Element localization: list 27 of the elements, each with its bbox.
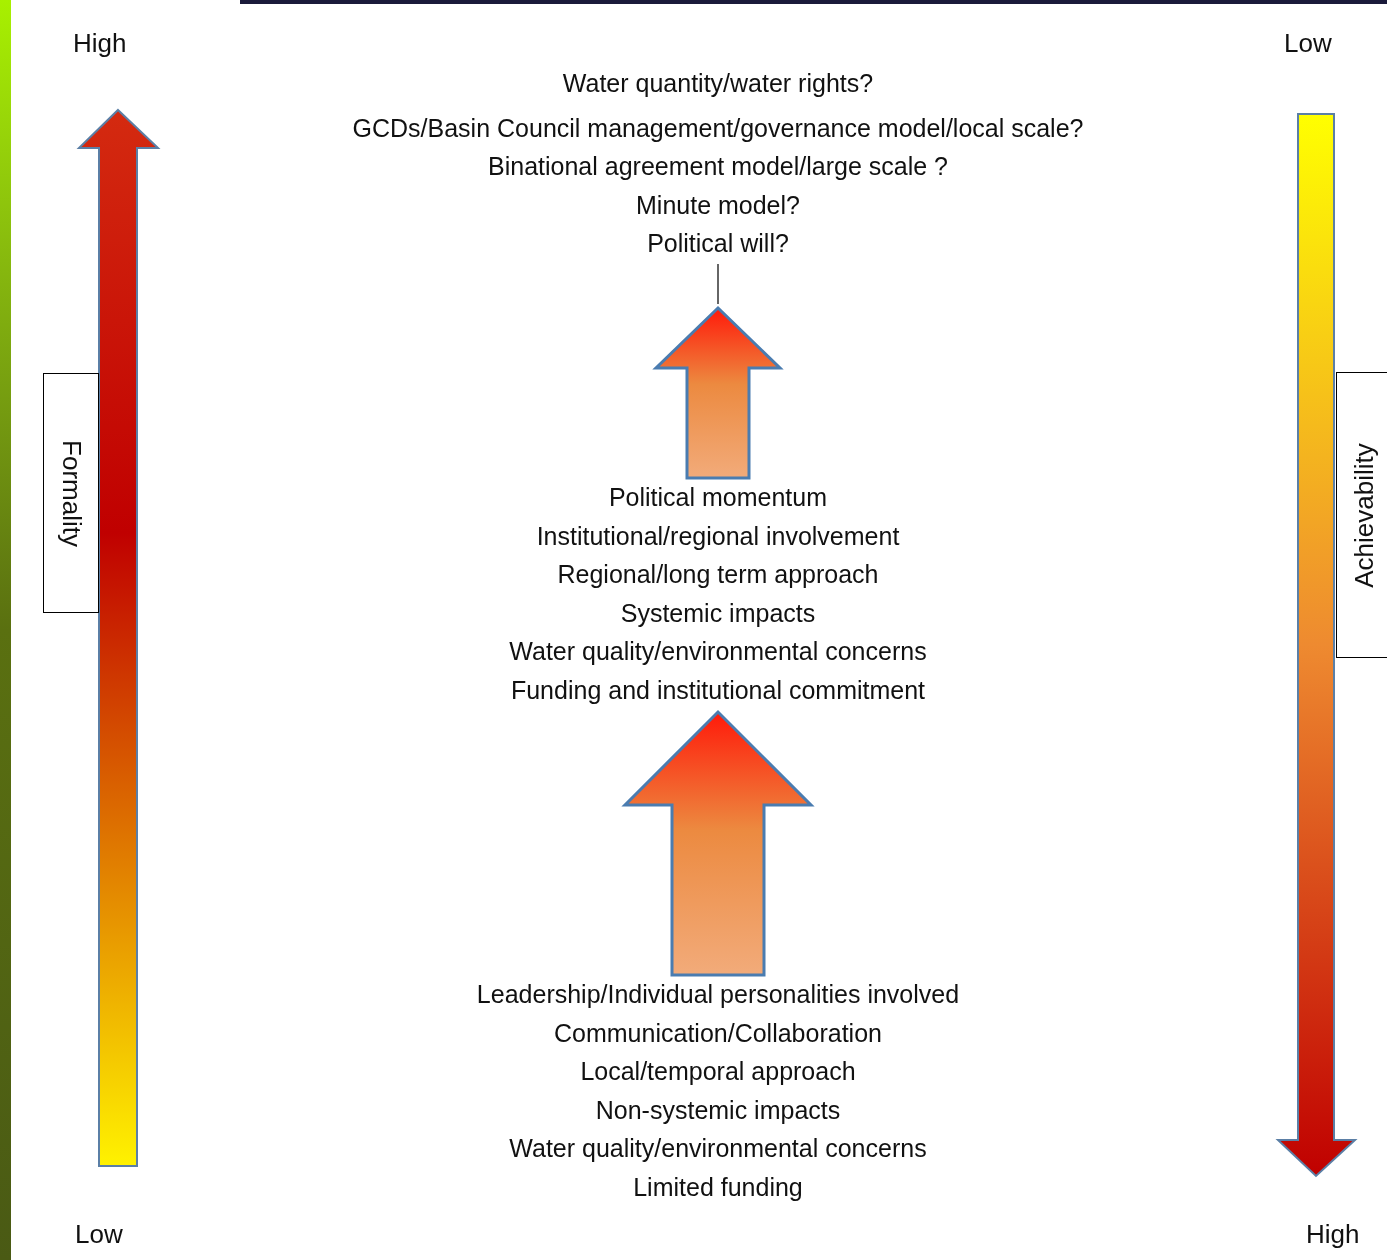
factor-text: Water quality/environmental concerns [509, 1133, 927, 1164]
factor-text: Communication/Collaboration [554, 1017, 882, 1049]
factor-text: Water quality/environmental concerns [509, 636, 927, 667]
axis-label-box [1336, 372, 1387, 658]
block-arrow [652, 305, 784, 480]
factor-text: Limited funding [633, 1171, 803, 1203]
factor-text: Minute model? [636, 189, 800, 221]
factor-text: GCDs/Basin Council management/governance model/local scale? [352, 112, 1084, 144]
factor-text: Funding and institutional commitment [510, 674, 926, 706]
block-arrow [621, 709, 815, 977]
factor-text: Systemic impacts [620, 597, 816, 629]
axis-title: Achievability [1347, 442, 1380, 588]
factor-text: Non-systemic impacts [595, 1094, 841, 1126]
scale-label: High [1306, 1218, 1360, 1251]
scale-label: High [73, 27, 127, 60]
factor-text: Political will? [647, 228, 789, 259]
factor-text: Political momentum [608, 482, 828, 513]
axis-title: Formality [55, 439, 88, 547]
scale-label: Low [75, 1218, 123, 1251]
factor-text: Local/temporal approach [580, 1056, 856, 1087]
factor-text: Water quantity/water rights? [562, 68, 874, 99]
axis-label-box [43, 373, 99, 613]
factor-text: Binational agreement model/large scale ? [488, 151, 948, 182]
factor-text: Institutional/regional involvement [536, 520, 900, 552]
factor-text: Leadership/Individual personalities involved [476, 979, 960, 1010]
factor-text: Regional/long term approach [557, 559, 879, 590]
scale-label: Low [1284, 27, 1332, 60]
